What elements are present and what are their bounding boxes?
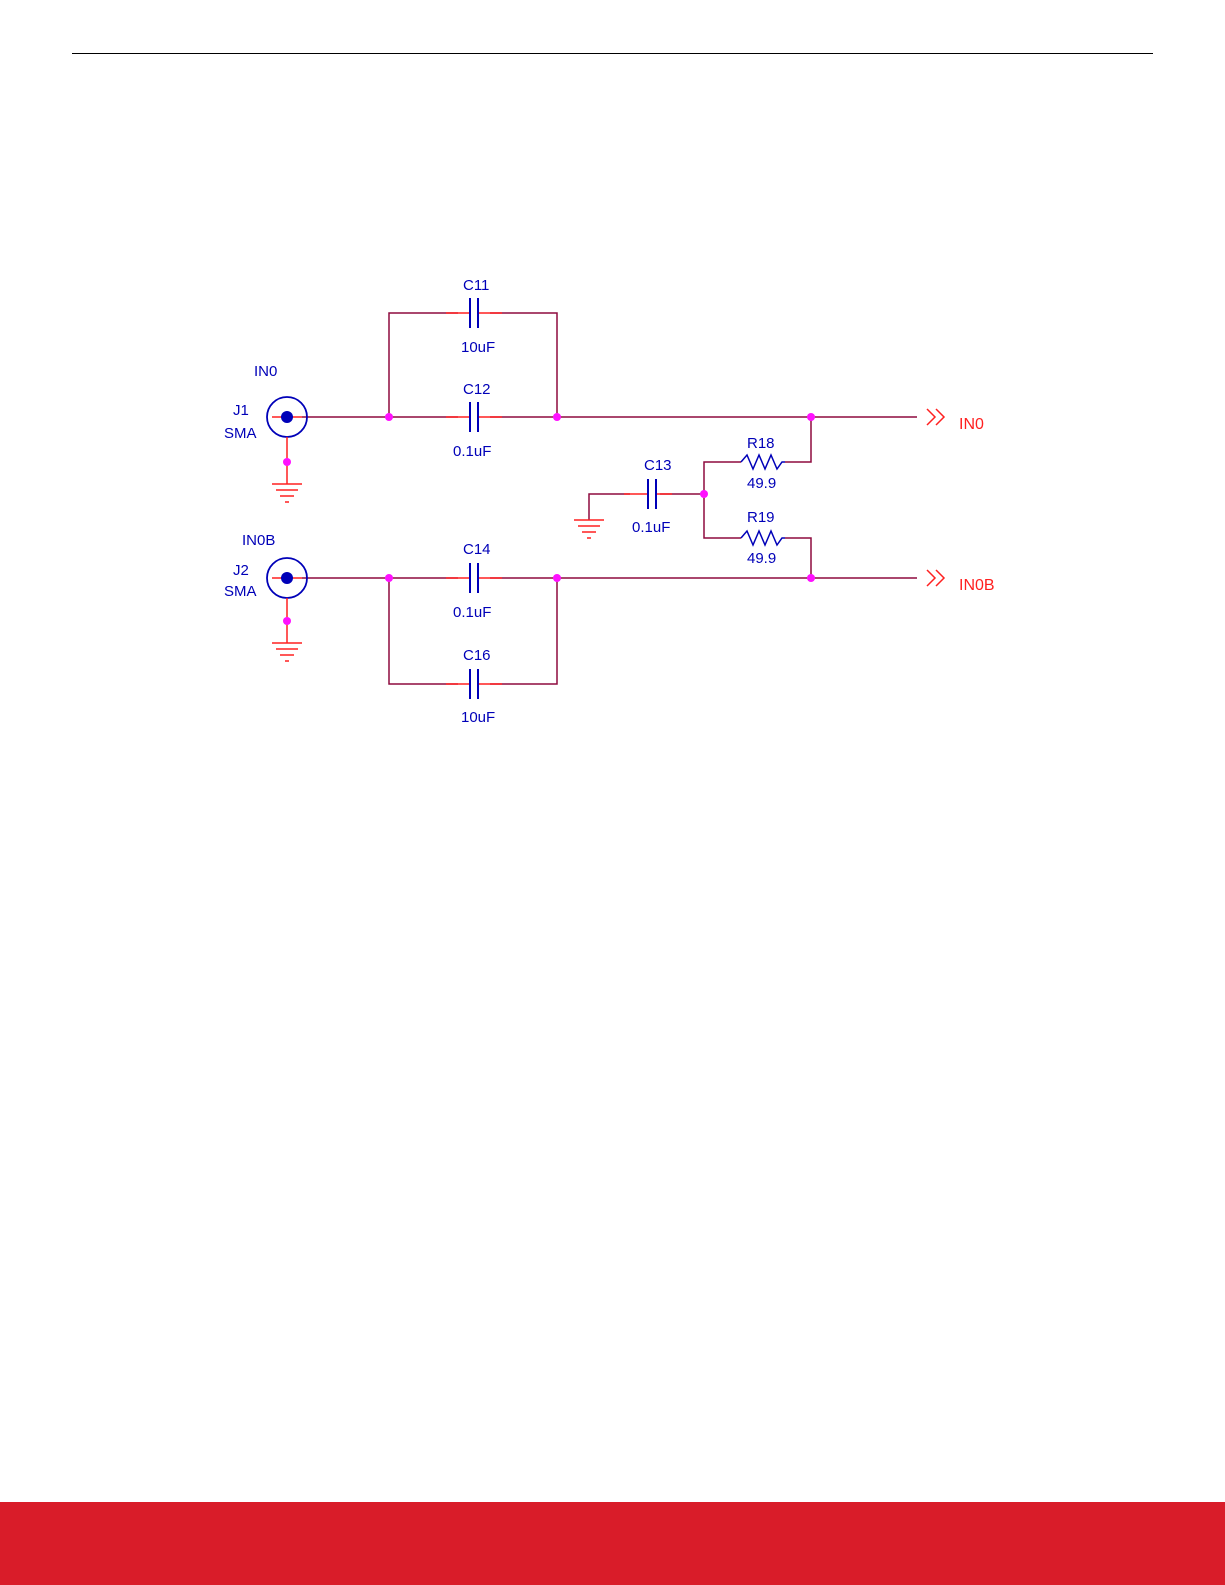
junction-dots (283, 413, 815, 625)
ground-symbol-j2 (272, 598, 302, 661)
c11-value: 10uF (461, 339, 495, 356)
j1-net-label: IN0 (254, 363, 277, 380)
c12-ref: C12 (463, 381, 491, 398)
resistor-r18: R18 49.9 (741, 435, 785, 492)
connector-j1: IN0 J1 SMA (224, 363, 307, 442)
resistor-r19: R19 49.9 (741, 509, 785, 567)
c13-value: 0.1uF (632, 519, 670, 536)
r18-ref: R18 (747, 435, 775, 452)
c13-ref: C13 (644, 457, 672, 474)
c14-ref: C14 (463, 541, 491, 558)
ground-symbol-c13 (574, 520, 604, 538)
offpage-in0b-label: IN0B (959, 577, 995, 594)
capacitor-c12: C12 0.1uF (453, 381, 491, 460)
c11-ref: C11 (463, 277, 489, 294)
c16-value: 10uF (461, 709, 495, 726)
capacitor-c16: C16 10uF (461, 647, 495, 726)
j1-ref: J1 (233, 402, 249, 419)
r18-value: 49.9 (747, 475, 776, 492)
connector-j2: IN0B J2 SMA (224, 532, 307, 600)
c14-value: 0.1uF (453, 604, 491, 621)
capacitor-c13: C13 0.1uF (632, 457, 672, 536)
offpage-connector-in0b: IN0B (927, 570, 995, 594)
j2-ref: J2 (233, 562, 249, 579)
c12-value: 0.1uF (453, 443, 491, 460)
offpage-connector-in0: IN0 (927, 409, 984, 433)
offpage-in0-label: IN0 (959, 416, 984, 433)
schematic-diagram: C11 10uF C12 0.1uF C13 0.1uF C14 0.1uF C… (0, 0, 1225, 1500)
capacitor-c11: C11 10uF (461, 277, 495, 356)
j2-type: SMA (224, 583, 257, 600)
capacitor-c14: C14 0.1uF (453, 541, 491, 621)
footer-band (0, 1502, 1225, 1585)
ground-symbol-j1 (272, 437, 302, 502)
j2-net-label: IN0B (242, 532, 275, 549)
j1-type: SMA (224, 425, 257, 442)
wires (302, 313, 917, 684)
c16-ref: C16 (463, 647, 491, 664)
pin-stubs (272, 313, 672, 684)
r19-value: 49.9 (747, 550, 776, 567)
r19-ref: R19 (747, 509, 775, 526)
